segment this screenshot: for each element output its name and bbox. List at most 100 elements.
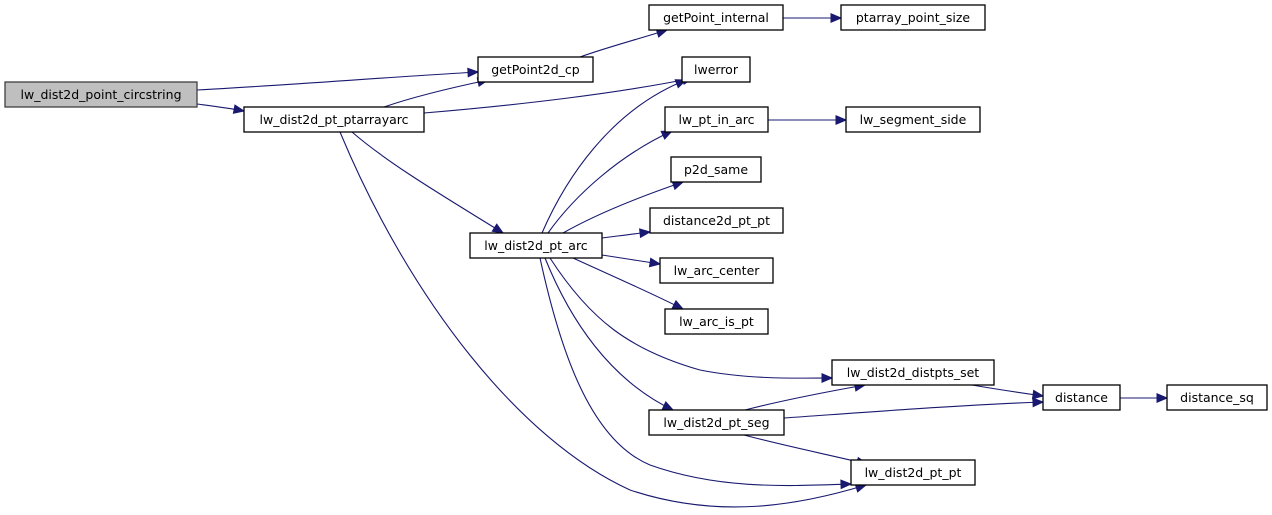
node-box[interactable] (664, 308, 769, 335)
arrowhead-icon (661, 401, 675, 411)
edge-line (744, 384, 866, 411)
edge-line (549, 257, 833, 379)
node-label: p2d_same (684, 162, 748, 177)
edge-line (383, 79, 489, 108)
node-label: lw_dist2d_pt_pt (865, 465, 962, 480)
node-label: getPoint_internal (663, 10, 769, 25)
node-label: lw_dist2d_pt_seg (663, 415, 769, 430)
arrowhead-icon (835, 115, 848, 125)
arrowhead-icon (1156, 393, 1169, 403)
node-lw-dist2d-pt-arc[interactable]: lw_dist2d_pt_arc (469, 232, 603, 259)
edge-lw_dist2d_distpts_set-to-distance (971, 384, 1045, 400)
edge-lw_dist2d_pt_arc-to-lw_dist2d_pt_pt (539, 257, 853, 490)
node-label: lw_dist2d_distpts_set (847, 365, 980, 380)
node-box[interactable] (469, 232, 603, 259)
node-box[interactable] (648, 409, 785, 436)
edge-line (562, 181, 684, 234)
node-label: ptarray_point_size (856, 10, 971, 25)
node-box[interactable] (4, 81, 198, 108)
node-box[interactable] (850, 459, 976, 486)
edge-line (541, 79, 687, 234)
edge-getPoint2d_cp-to-getPoint_internal (579, 28, 669, 58)
node-box[interactable] (649, 207, 784, 234)
node-box[interactable] (840, 4, 986, 31)
arrowhead-icon (840, 479, 853, 490)
edge-lw_dist2d_pt_ptarrayarc-to-lw_dist2d_pt_pt (339, 131, 868, 508)
node-lwerror[interactable]: lwerror (681, 56, 751, 83)
edge-lw_dist2d_pt_seg-to-lw_dist2d_pt_pt (743, 434, 869, 467)
node-label: distance (1055, 390, 1108, 405)
node-ptarray-point-size[interactable]: ptarray_point_size (840, 4, 986, 31)
edge-lw_dist2d_pt_seg-to-lw_dist2d_distpts_set (744, 381, 867, 411)
edge-line (971, 384, 1044, 397)
edge-getPoint_internal-to-ptarray_point_size (783, 13, 843, 23)
arrowhead-icon (1031, 389, 1045, 400)
node-box[interactable] (648, 4, 784, 31)
edge-lw_dist2d_pt_ptarrayarc-to-lw_dist2d_pt_arc (351, 131, 505, 234)
arrowhead-icon (671, 299, 685, 310)
edge-line (743, 434, 868, 465)
node-label: lw_segment_side (860, 112, 967, 127)
node-lw-dist2d-pt-pt[interactable]: lw_dist2d_pt_pt (850, 459, 976, 486)
node-distance2d-pt-pt[interactable]: distance2d_pt_pt (649, 207, 784, 234)
edge-lw_dist2d_pt_arc-to-lw_dist2d_pt_seg (544, 257, 675, 411)
node-distance[interactable]: distance (1042, 384, 1121, 411)
node-label: distance_sq (1180, 390, 1254, 405)
node-box[interactable] (477, 56, 594, 83)
node-lw-dist2d-pt-ptarrayarc[interactable]: lw_dist2d_pt_ptarrayarc (243, 106, 425, 133)
node-label: distance2d_pt_pt (663, 213, 770, 228)
node-getPoint-internal[interactable]: getPoint_internal (648, 4, 784, 31)
node-box[interactable] (670, 156, 762, 183)
edge-line (579, 29, 668, 58)
edge-lw_dist2d_pt_arc-to-distance2d_pt_pt (601, 228, 652, 239)
edge-line (351, 131, 504, 234)
node-p2d-same[interactable]: p2d_same (670, 156, 762, 183)
arrowhead-icon (830, 13, 843, 23)
node-box[interactable] (831, 359, 995, 386)
node-box[interactable] (1042, 384, 1121, 411)
node-box[interactable] (659, 257, 774, 284)
node-lw-dist2d-pt-seg[interactable]: lw_dist2d_pt_seg (648, 409, 785, 436)
edge-line (547, 130, 673, 234)
node-label: lw_pt_in_arc (678, 112, 754, 127)
edge-line (572, 257, 684, 310)
node-label: lw_arc_center (674, 263, 761, 278)
node-label: lw_dist2d_pt_arc (484, 238, 588, 253)
node-lw-pt-in-arc[interactable]: lw_pt_in_arc (664, 106, 769, 133)
node-label: getPoint2d_cp (491, 62, 580, 77)
edge-lw_dist2d_pt_arc-to-lw_arc_center (601, 254, 662, 268)
node-lw-arc-is-pt[interactable]: lw_arc_is_pt (664, 308, 769, 335)
node-label: lw_arc_is_pt (679, 314, 754, 329)
node-lw-dist2d-point-circstring[interactable]: lw_dist2d_point_circstring (4, 81, 198, 108)
node-lw-segment-side[interactable]: lw_segment_side (845, 106, 981, 133)
node-box[interactable] (845, 106, 981, 133)
edges-layer (196, 13, 1169, 508)
edge-lw_dist2d_pt_arc-to-lw_dist2d_distpts_set (549, 257, 834, 383)
arrowhead-icon (232, 104, 246, 114)
node-label: lw_dist2d_point_circstring (21, 87, 182, 102)
edge-distance-to-distance_sq (1120, 393, 1169, 403)
node-lw-arc-center[interactable]: lw_arc_center (659, 257, 774, 284)
edge-line (539, 257, 852, 487)
arrowhead-icon (821, 373, 834, 383)
edge-line (196, 71, 479, 91)
nodes-layer: lw_dist2d_point_circstring lw_dist2d_pt_p… (4, 4, 1268, 486)
node-distance-sq[interactable]: distance_sq (1166, 384, 1268, 411)
node-box[interactable] (243, 106, 425, 133)
edge-line (423, 77, 694, 114)
edge-lw_pt_in_arc-to-lw_segment_side (768, 115, 848, 125)
arrowhead-icon (648, 257, 662, 268)
node-label: lwerror (694, 62, 739, 77)
node-label: lw_dist2d_pt_ptarrayarc (260, 112, 409, 127)
arrowhead-icon (491, 223, 505, 234)
node-box[interactable] (664, 106, 769, 133)
edge-lw_dist2d_point_circstring-to-lw_dist2d_pt_ptarrayarc (196, 103, 246, 114)
edge-line (339, 131, 867, 508)
edge-lw_dist2d_point_circstring-to-getPoint2d_cp (196, 67, 480, 91)
node-getPoint2d-cp[interactable]: getPoint2d_cp (477, 56, 594, 83)
node-box[interactable] (1166, 384, 1268, 411)
node-box[interactable] (681, 56, 751, 83)
edge-line (783, 401, 1044, 419)
node-lw-dist2d-distpts-set[interactable]: lw_dist2d_distpts_set (831, 359, 995, 386)
